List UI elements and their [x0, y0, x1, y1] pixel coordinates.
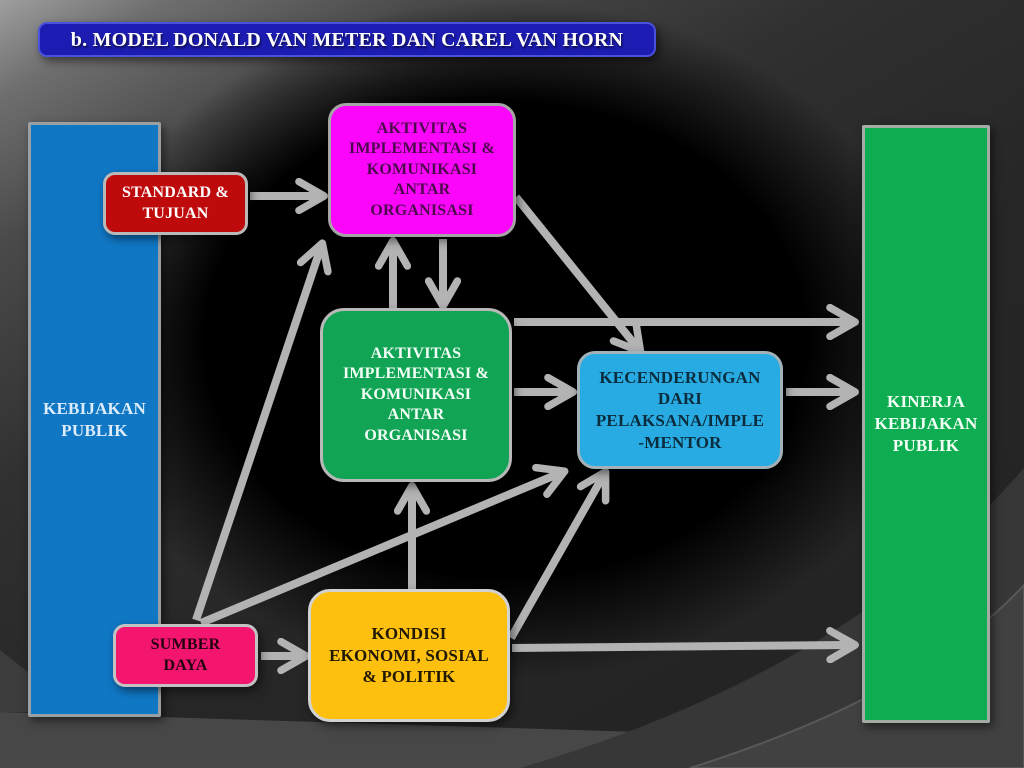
node-kinerja-kebijakan-publik-label: KINERJA KEBIJAKAN PUBLIK	[874, 392, 978, 455]
edge-sumber-to-kecenderungan	[199, 474, 558, 627]
edge-sumber-to-aktivitas-atas	[192, 250, 320, 622]
node-standard-tujuan-label: STANDARD & TUJUAN	[121, 184, 230, 222]
node-kecenderungan-pelaksana: KECENDERUNGAN DARI PELAKSANA/IMPLE -MENT…	[577, 351, 783, 469]
node-sumber-daya: SUMBER DAYA	[113, 624, 258, 687]
node-aktivitas-implementasi-atas: AKTIVITAS IMPLEMENTASI & KOMUNIKASI ANTA…	[328, 103, 516, 237]
node-kebijakan-publik: KEBIJAKAN PUBLIK	[28, 122, 161, 717]
node-kecenderungan-pelaksana-label: KECENDERUNGAN DARI PELAKSANA/IMPLE -MENT…	[595, 367, 765, 452]
edge-kondisi-to-kecenderungan	[507, 478, 602, 640]
node-aktivitas-implementasi-tengah-label: AKTIVITAS IMPLEMENTASI & KOMUNIKASI ANTA…	[342, 344, 490, 444]
node-kondisi-ekonomi-sosial-politik-label: KONDISI EKONOMI, SOSIAL & POLITIK	[329, 623, 489, 687]
node-kinerja-kebijakan-publik: KINERJA KEBIJAKAN PUBLIK	[862, 125, 990, 723]
edge-kondisi-to-kinerja	[511, 645, 848, 648]
node-aktivitas-implementasi-tengah: AKTIVITAS IMPLEMENTASI & KOMUNIKASI ANTA…	[320, 308, 512, 482]
node-kondisi-ekonomi-sosial-politik: KONDISI EKONOMI, SOSIAL & POLITIK	[308, 589, 510, 722]
node-kebijakan-publik-label: KEBIJAKAN PUBLIK	[43, 398, 146, 440]
slide-title: b. MODEL DONALD VAN METER DAN CAREL VAN …	[70, 28, 624, 51]
node-aktivitas-implementasi-atas-label: AKTIVITAS IMPLEMENTASI & KOMUNIKASI ANTA…	[348, 119, 496, 219]
node-sumber-daya-label: SUMBER DAYA	[150, 636, 221, 674]
node-standard-tujuan: STANDARD & TUJUAN	[103, 172, 248, 235]
slide-title-bar: b. MODEL DONALD VAN METER DAN CAREL VAN …	[38, 22, 656, 57]
